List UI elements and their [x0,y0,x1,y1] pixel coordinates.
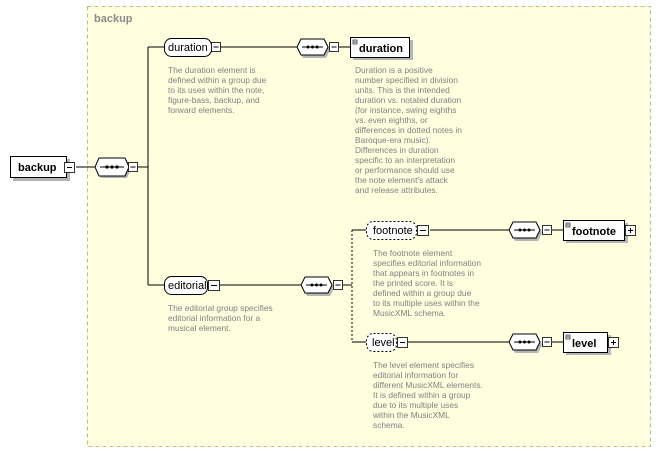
expand-icon[interactable] [608,337,619,348]
sequence-compositor-footnote[interactable] [508,221,542,241]
duration-group-doc: The duration element is defined within a… [168,65,269,115]
group-ref-level[interactable]: level [366,333,397,352]
element-backup-label: backup [18,162,57,174]
documentation-icon [352,39,358,45]
sequence-compositor-duration[interactable] [296,38,330,58]
collapse-icon[interactable] [211,42,221,52]
element-duration-label: duration [359,43,403,55]
expand-icon[interactable] [625,225,636,236]
documentation-icon [565,334,571,340]
documentation-icon [565,222,571,228]
element-footnote[interactable]: footnote [563,220,629,244]
collapse-icon[interactable] [397,337,408,348]
element-level-label: level [572,338,596,350]
editorial-group-doc: The editorial group specifies editorial … [168,303,275,333]
group-ref-footnote[interactable]: footnote [366,221,417,240]
level-group-doc: The level element specifies editorial in… [372,360,485,430]
sequence-compositor-editorial[interactable] [300,276,334,296]
collapse-icon[interactable] [128,162,138,172]
element-duration[interactable]: duration [350,37,414,61]
element-backup[interactable]: backup [10,156,71,182]
collapse-icon[interactable] [329,42,339,52]
group-ref-duration[interactable]: duration [164,38,212,57]
collapse-icon[interactable] [208,280,220,291]
collapse-icon[interactable] [333,280,343,290]
footnote-group-doc: The footnote element specifies editorial… [373,248,483,318]
sequence-compositor-level[interactable] [508,333,542,353]
group-ref-footnote-label: footnote [373,225,413,237]
collapse-icon[interactable] [542,225,552,235]
element-footnote-label: footnote [572,226,616,238]
collapse-icon[interactable] [64,162,75,173]
collapse-icon[interactable] [417,225,429,236]
element-level[interactable]: level [563,332,612,356]
collapse-icon[interactable] [542,337,552,347]
connector-lines [76,46,563,343]
duration-doc: Duration is a positive number specified … [355,65,464,195]
group-title: backup [94,13,133,25]
group-ref-editorial[interactable]: editorial [164,276,208,295]
group-ref-editorial-label: editorial [168,280,207,292]
sequence-compositor-root[interactable] [94,157,131,178]
group-ref-level-label: level [372,337,395,349]
group-ref-duration-label: duration [168,42,208,54]
